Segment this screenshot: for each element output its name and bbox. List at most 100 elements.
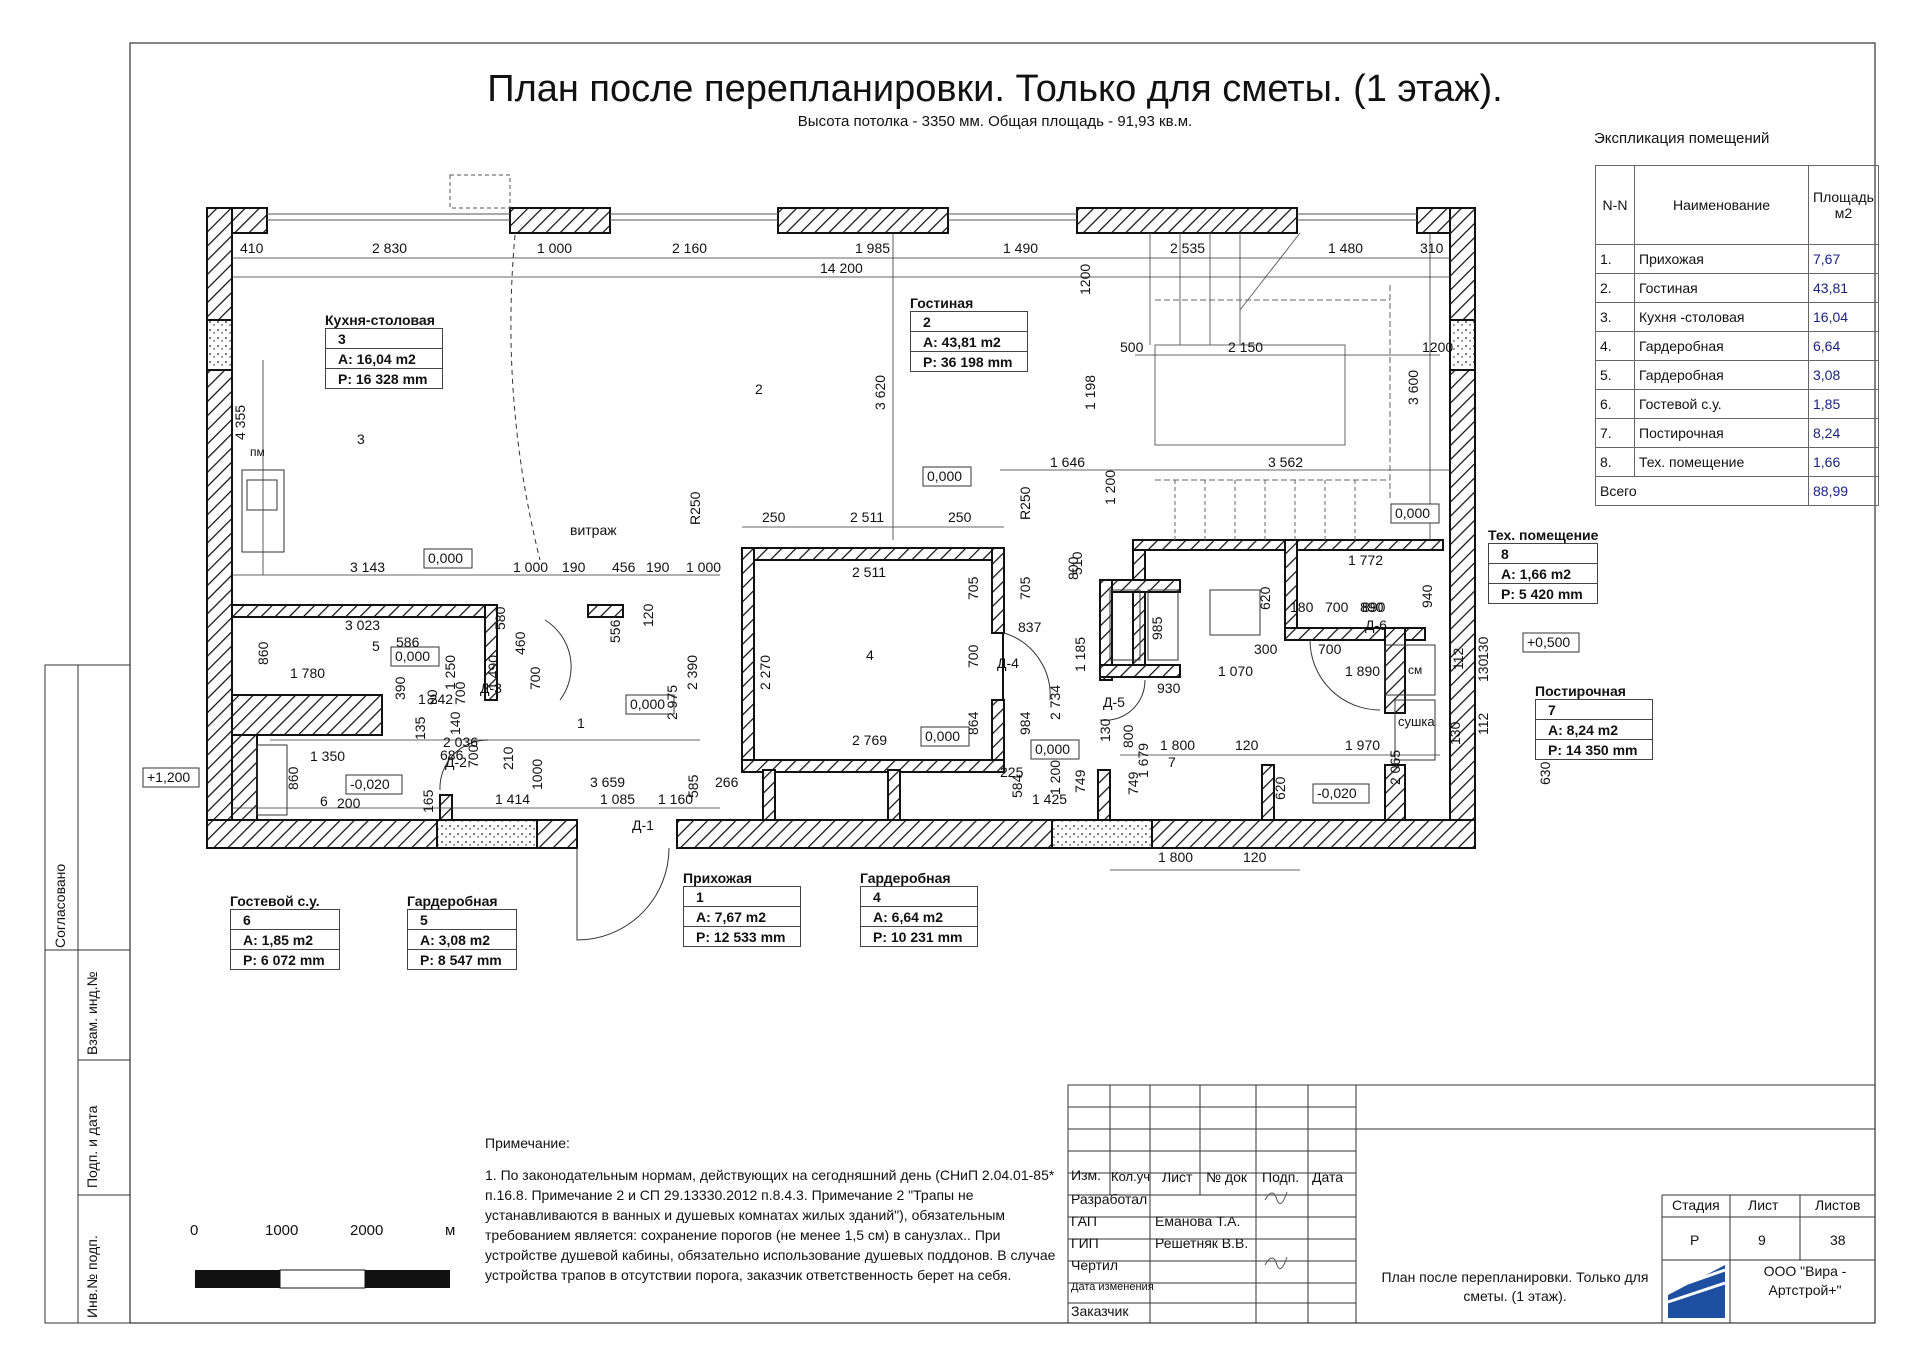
- col-number: N-N: [1595, 165, 1635, 245]
- col-name: Наименование: [1634, 165, 1809, 245]
- dimension-top: 2 160: [672, 240, 707, 256]
- level-marker-box: [922, 466, 972, 487]
- plan-annotation: R250: [687, 491, 703, 525]
- dimension-inner: 586: [396, 634, 420, 650]
- dimension-inner: 130: [1475, 658, 1491, 682]
- signatures: [1264, 1191, 1288, 1270]
- dimension-inner: 705: [1017, 576, 1033, 600]
- room-number: 4: [866, 647, 874, 663]
- dimension-inner: 2 511: [850, 509, 884, 525]
- windows: [267, 174, 1417, 221]
- level-marker-box: [920, 726, 970, 747]
- dimension-top: 410: [240, 240, 264, 256]
- dimension-inner: 2 734: [1047, 685, 1063, 720]
- dimension-inner: 1200: [1422, 339, 1453, 355]
- dimension-inner: 1 000: [513, 559, 548, 575]
- dimension-top: 310: [1420, 240, 1444, 256]
- dimension-top: 1 490: [1003, 240, 1038, 256]
- level-marker: 0,000: [1035, 741, 1070, 757]
- dimension-inner: 120: [640, 603, 656, 627]
- col-area: Площадь м2: [1808, 165, 1879, 245]
- tb-role-customer: Заказчик: [1071, 1303, 1129, 1319]
- dimension-inner: 700: [965, 644, 981, 668]
- tb-role-gip: ГИП: [1071, 1235, 1099, 1251]
- dimension-inner: 686: [440, 747, 464, 763]
- dimension-inner: 3 620: [872, 375, 888, 410]
- stamp-replacement: Взам. инд.№: [84, 971, 100, 1055]
- scale-unit: м: [445, 1222, 456, 1239]
- room-number: 1: [577, 715, 585, 731]
- level-marker-box: [423, 548, 473, 569]
- dimension-inner: 120: [1235, 737, 1259, 753]
- plan-annotation: витраж: [570, 522, 617, 538]
- plan-annotation: R250: [1017, 486, 1033, 520]
- scale-label-2000: 2000: [350, 1222, 384, 1239]
- dimension-inner: 3 143: [350, 559, 385, 575]
- dimension-inner: 580: [492, 606, 508, 630]
- dimension-top: 2 830: [372, 240, 407, 256]
- dimension-inner: 190: [562, 559, 586, 575]
- tb-role-change-date: Дата изменения: [1071, 1281, 1154, 1293]
- dimension-inner: 1 250: [442, 655, 458, 690]
- dimension-top: 2 535: [1170, 240, 1205, 256]
- dimension-inner: 135: [412, 716, 428, 740]
- level-marker: 0,000: [630, 696, 665, 712]
- tb-stage: Р: [1690, 1232, 1700, 1248]
- dimension-inner: 1 780: [290, 665, 325, 681]
- dimension-inner: 749: [1125, 771, 1141, 795]
- dimension-inner: 940: [1419, 584, 1435, 608]
- dimension-inner: 456: [612, 559, 636, 575]
- dimension-total-width: 14 200: [820, 260, 863, 276]
- scale-label-1000: 1000: [265, 1222, 299, 1239]
- title-block-grid: [1067, 1084, 1876, 1324]
- tb-sheets: 38: [1830, 1232, 1846, 1248]
- stamp-sign-date: Подп. и дата: [84, 1105, 100, 1188]
- dimension-inner: 165: [420, 789, 436, 813]
- tb-role-developer: Разработал: [1071, 1191, 1148, 1207]
- tb-sheets-header: Листов: [1815, 1197, 1861, 1213]
- tb-sheet-header: Лист: [1748, 1197, 1779, 1213]
- dimension-inner: 1 890: [1345, 663, 1380, 679]
- dimension-inner: 700: [1325, 599, 1349, 615]
- door-label: Д-3: [480, 680, 502, 696]
- room-number: 2: [755, 381, 763, 397]
- dimension-top: 1 480: [1328, 240, 1363, 256]
- level-marker: -0,020: [1317, 785, 1357, 801]
- dimension-inner: 1 646: [1050, 454, 1085, 470]
- dimension-inner: 890: [1360, 599, 1384, 615]
- dimension-inner: 700: [465, 744, 481, 768]
- level-marker: -0,020: [350, 776, 390, 792]
- stamp-agreed: Согласовано: [52, 863, 68, 948]
- tb-header-list: Лист: [1162, 1169, 1193, 1185]
- dimension-inner: 700: [452, 681, 468, 705]
- dimension-inner: 860: [285, 766, 301, 790]
- dimension-inner: 500: [1120, 339, 1144, 355]
- tb-role-gap: ГАП: [1071, 1213, 1097, 1229]
- dimension-inner: 1000: [529, 759, 545, 790]
- stamp-inventory: Инв.№ подп.: [84, 1235, 100, 1318]
- dimension-inner: 1 070: [1218, 663, 1253, 679]
- dimension-inner: 585: [685, 774, 701, 798]
- dimension-inner: 225: [1000, 764, 1024, 780]
- door-label: Д-5: [1103, 694, 1125, 710]
- dimension-inner: 1 200: [1047, 760, 1063, 795]
- dimension-inner: 130: [1447, 721, 1463, 745]
- dimension-inner: 749: [1072, 769, 1088, 793]
- dimension-inner: 460: [512, 631, 528, 655]
- exterior-walls: [206, 207, 1476, 849]
- dimension-inner: 620: [1257, 586, 1273, 610]
- dimension-inner: 210: [500, 746, 516, 770]
- level-marker: 0,000: [925, 728, 960, 744]
- dimension-inner: 250: [948, 509, 972, 525]
- dimension-inner: 1 242: [418, 691, 453, 707]
- dimension-inner: 800: [1065, 556, 1081, 580]
- drawing-title: План после перепланировки. Только для см…: [487, 68, 1503, 110]
